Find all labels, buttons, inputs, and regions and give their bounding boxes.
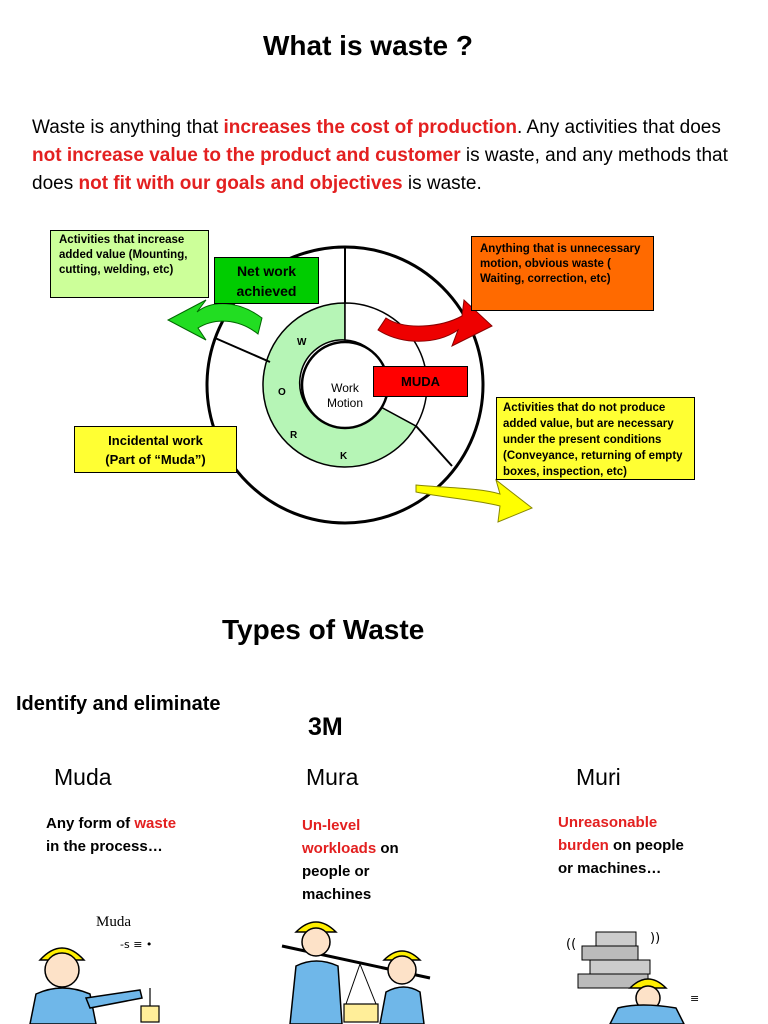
muri-text-3: or machines… — [558, 860, 662, 877]
mura-text-red-1: Un-level — [302, 817, 361, 834]
mura-text-3: people or — [302, 863, 370, 880]
center-line-2: Motion — [326, 396, 364, 410]
muri-heading: Muri — [576, 764, 621, 790]
muri-text-red-2: burden — [558, 837, 609, 854]
muda-text-red: waste — [134, 815, 177, 832]
svg-text:-s ≡ •: -s ≡ • — [120, 938, 152, 951]
intro-text-1: Waste is anything that — [32, 117, 224, 138]
mura-text-red-2: workloads — [302, 840, 377, 857]
mura-workers-illustration — [281, 921, 431, 1024]
illustrations: -s ≡ • (( )) ≡ — [29, 921, 699, 1024]
incidental-work-box: Incidental work (Part of “Muda”) — [74, 426, 237, 473]
mura-text-4: machines — [302, 886, 372, 903]
types-title: Types of Waste — [222, 614, 425, 645]
added-value-box: Activities that increase added value (Mo… — [50, 230, 209, 298]
incidental-line-2: (Part of “Muda”) — [105, 452, 206, 467]
muri-text-2: on people — [608, 837, 684, 854]
center-label: Work Motion — [310, 381, 380, 411]
yellow-arrow-icon — [415, 478, 533, 523]
ring-letter-w: W — [297, 337, 307, 348]
muda-description: Any form of waste in the process… — [46, 812, 246, 858]
ring-letter-o: O — [278, 387, 286, 398]
mura-description: Un-level workloads on people or machines — [302, 814, 502, 906]
ring-letter-r: R — [290, 430, 298, 441]
mura-text-2: on — [376, 840, 399, 857]
present-conditions-box: Activities that do not produce added val… — [496, 397, 695, 480]
muda-text-2: in the process… — [46, 838, 163, 855]
muri-worker-illustration: (( )) ≡ — [566, 931, 699, 1024]
svg-text:((: (( — [566, 937, 576, 952]
work-ring-segment — [262, 302, 418, 468]
identify-label: Identify and eliminate — [16, 693, 221, 715]
muri-description: Unreasonable burden on people or machine… — [558, 811, 758, 880]
muda-worker-illustration: -s ≡ • — [29, 938, 160, 1024]
net-work-box: Net work achieved — [214, 257, 319, 304]
intro-highlight-3: not fit with our goals and objectives — [78, 173, 403, 194]
intro-text-4: is waste. — [402, 173, 482, 194]
intro-highlight-2: not increase value to the product and cu… — [32, 145, 461, 166]
intro-highlight-1: increases the cost of production — [223, 117, 518, 138]
waste-diagram — [166, 245, 533, 525]
muda-heading: Muda — [54, 764, 112, 790]
svg-text:≡: ≡ — [690, 992, 699, 1005]
muri-text-red-1: Unreasonable — [558, 814, 658, 831]
divider-line-left — [214, 337, 271, 363]
center-line-1: Work — [331, 381, 359, 395]
svg-text:)): )) — [650, 931, 660, 946]
intro-text-3: is waste, and any methods that does — [32, 145, 728, 194]
intro-paragraph: Waste is anything that increases the cos… — [32, 114, 752, 198]
incidental-line-1: Incidental work — [108, 433, 203, 448]
intro-text-2: . Any activities that does — [517, 117, 721, 138]
muda-image-label: Muda — [96, 914, 131, 930]
green-arrow-icon — [166, 299, 263, 341]
page-title: What is waste ? — [262, 30, 474, 61]
three-m-label: 3M — [308, 713, 343, 741]
ring-letter-k: K — [340, 451, 348, 462]
muda-text-1: Any form of — [46, 815, 135, 832]
red-arrow-icon — [377, 298, 493, 348]
unnecessary-motion-box: Anything that is unnecessary motion, obv… — [471, 236, 654, 311]
muda-box: MUDA — [373, 366, 468, 397]
mura-heading: Mura — [306, 764, 359, 790]
divider-line-right — [415, 425, 453, 467]
